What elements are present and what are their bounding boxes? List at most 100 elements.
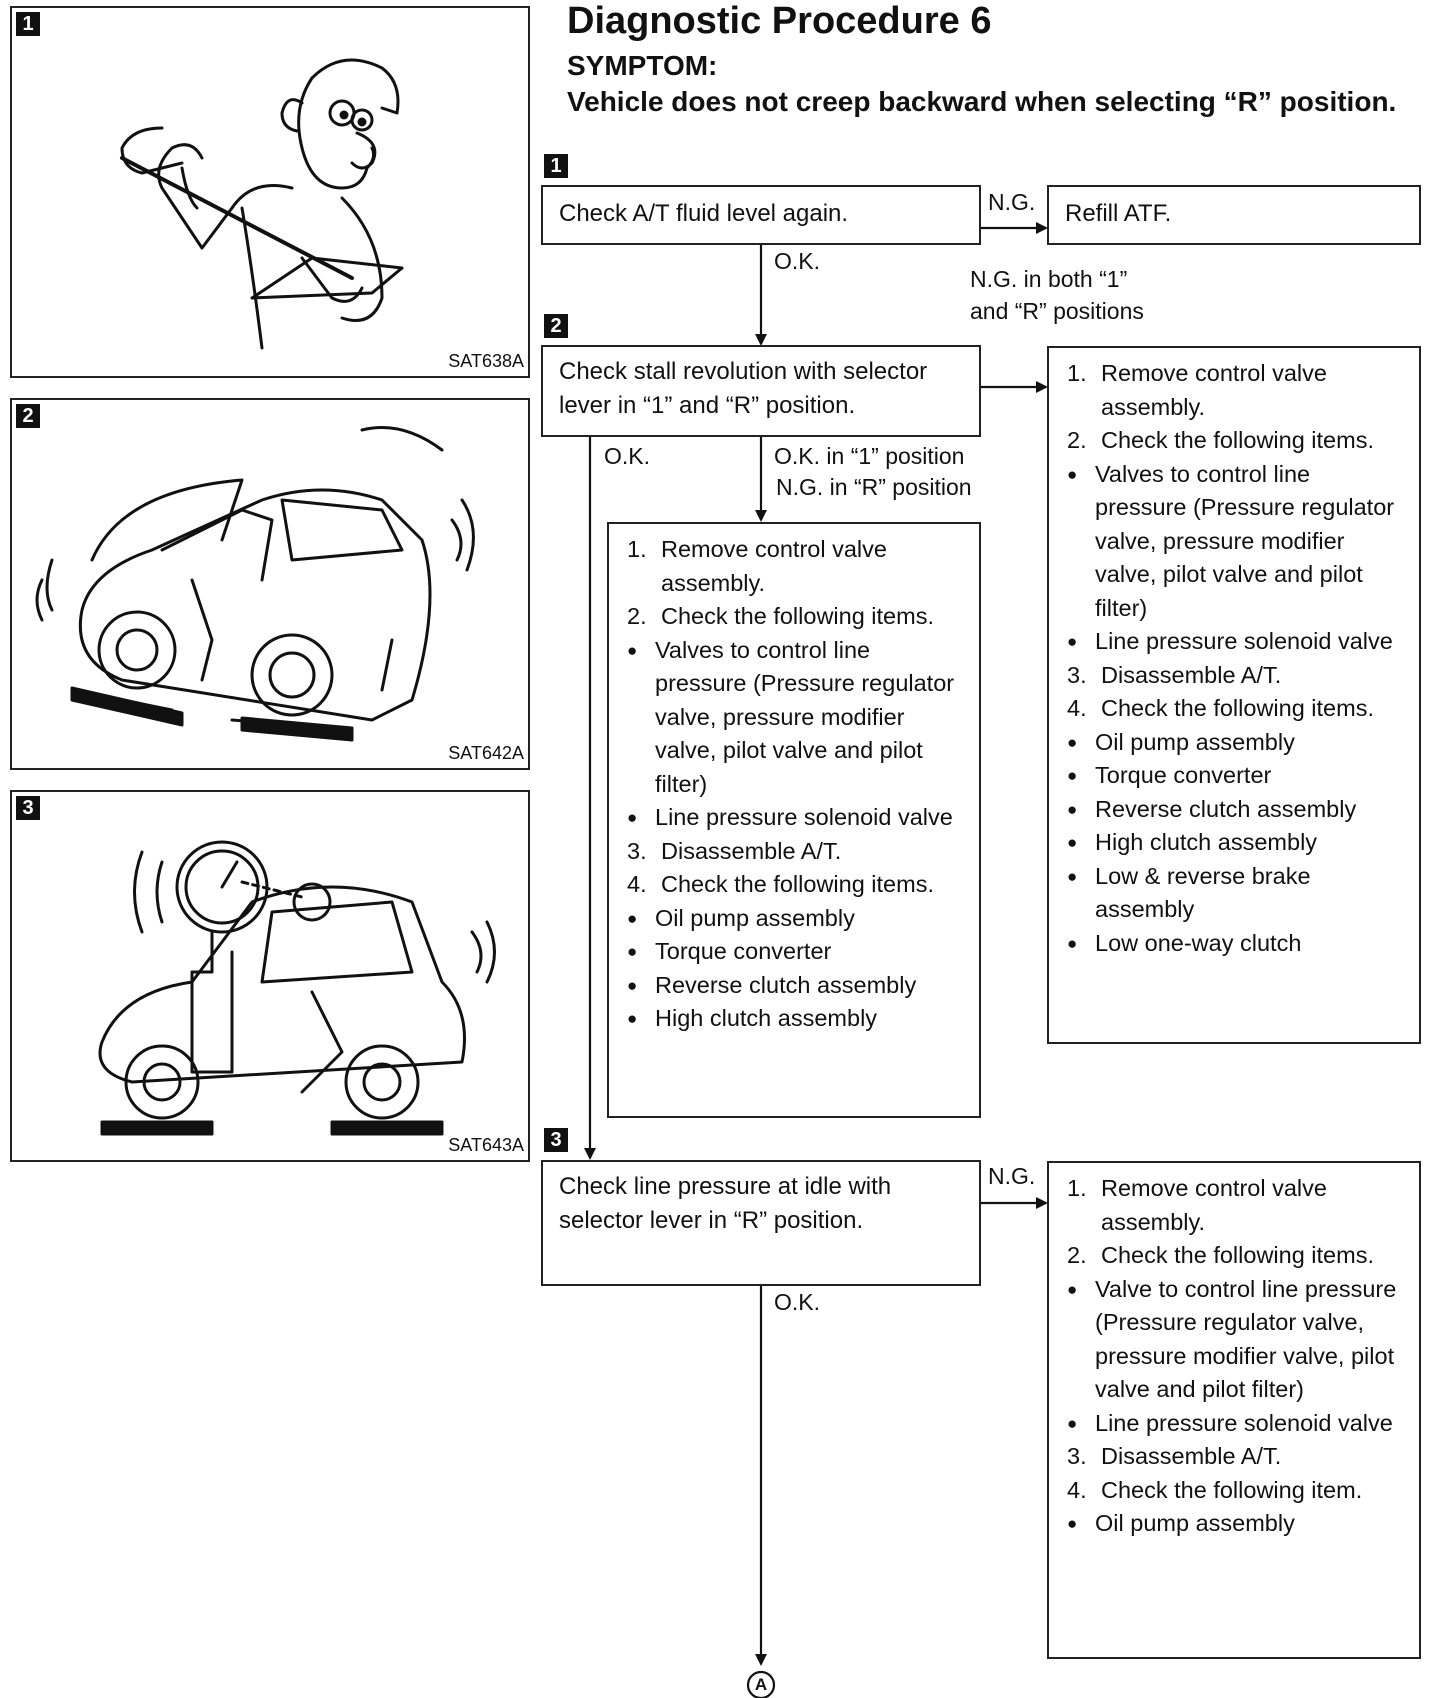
step1-text: Check A/T fluid level again. — [559, 200, 849, 227]
step-text: Check the following item. — [1101, 1476, 1363, 1503]
step-text: Line pressure solenoid valve — [1095, 1409, 1393, 1436]
numbered-step: 2. Check the following items. — [627, 600, 965, 634]
step-number: 2. — [627, 603, 647, 629]
step-number: 3. — [627, 837, 647, 864]
bullet-item: Torque converter — [1067, 759, 1405, 793]
bullet-item: Oil pump assembly — [627, 902, 965, 936]
step-badge: 3 — [16, 796, 40, 820]
step-text: Line pressure solenoid valve — [655, 804, 953, 830]
bullet-item: Oil pump assembly — [1067, 1507, 1405, 1541]
step-text: High clutch assembly — [655, 1005, 878, 1031]
bullet-item: Oil pump assembly — [1067, 726, 1405, 760]
ok-label: O.K. — [774, 1289, 821, 1315]
step-text: Oil pump assembly — [655, 904, 855, 931]
step-text: Oil pump assembly — [1095, 1510, 1295, 1536]
ng-line-pressure-result-box: 1.Remove control valve assembly.2.Check … — [1047, 1161, 1421, 1659]
ng-label: N.G. — [988, 1163, 1036, 1189]
ng-both-label: and “R” positions — [970, 298, 1144, 324]
step2-line: Check stall revolution with selector — [559, 358, 928, 385]
step-text: Torque converter — [1095, 762, 1272, 788]
step-text: Disassemble A/T. — [1101, 1443, 1282, 1469]
numbered-step: 3. Disassemble A/T. — [1067, 1440, 1405, 1474]
step-text: Low one-way clutch — [1095, 929, 1302, 956]
step-text: Torque converter — [655, 938, 832, 964]
step-text: Valves to control line pressure (Pressur… — [1095, 460, 1395, 621]
step-text: Check the following items. — [1101, 1242, 1374, 1268]
bullet-item: Valve to control line pressure (Pressure… — [1067, 1273, 1405, 1407]
step2-box: Check stall revolution with selector lev… — [541, 345, 981, 437]
step-number: 2. — [1067, 1242, 1087, 1268]
ng-both-result-list: 1. Remove control valve assembly. 2.Check … — [1067, 357, 1405, 960]
step-number: 3. — [1067, 661, 1087, 688]
step-text: Disassemble A/T. — [1101, 661, 1282, 688]
numbered-step: 1. Remove control valve assembly. — [627, 533, 965, 600]
step1-box: Check A/T fluid level again. — [541, 185, 981, 245]
step-badge: 1 — [544, 154, 568, 178]
step-text: Valve to control line pressure (Pressure… — [1095, 1275, 1397, 1403]
step-text: Remove control valve assembly. — [661, 536, 887, 596]
step-text: Reverse clutch assembly — [655, 971, 917, 998]
step-badge: 1 — [16, 12, 40, 36]
step-badge: 3 — [544, 1128, 568, 1152]
bullet-item: Low one-way clutch — [1067, 927, 1405, 961]
step-text: Line pressure solenoid valve — [1095, 628, 1393, 654]
numbered-step: 4.Check the following items. — [627, 868, 965, 902]
step-number: 1. — [1067, 360, 1087, 386]
illustration-panel-2: 2 SAT642A — [10, 398, 530, 770]
connector-a: A — [754, 1675, 768, 1694]
numbered-step: 4.Check the following items. — [1067, 692, 1405, 726]
ok1-ngr-label: N.G. in “R” position — [776, 474, 972, 500]
figure-code: SAT638A — [448, 351, 524, 371]
ng-r-result-box: 1. Remove control valve assembly. 2. Check … — [607, 522, 981, 1118]
bullet-item: Line pressure solenoid valve — [1067, 1407, 1405, 1441]
step-number: 1. — [1067, 1175, 1087, 1201]
step3-line: selector lever in “R” position. — [559, 1207, 864, 1234]
step-text: Check the following items. — [1101, 427, 1374, 453]
bullet-item: Reverse clutch assembly — [627, 969, 965, 1003]
step-text: Check the following items. — [661, 603, 934, 629]
refill-box: Refill ATF. — [1047, 185, 1421, 245]
ok1-ngr-label: O.K. in “1” position — [774, 443, 965, 469]
symptom-text: Vehicle does not creep backward when sel… — [567, 86, 1397, 117]
step-badge: 2 — [16, 404, 40, 428]
ng-both-label: N.G. in both “1” — [970, 266, 1128, 292]
step-badge: 2 — [544, 314, 568, 338]
bullet-item: High clutch assembly — [1067, 826, 1405, 860]
line-pressure-gauge-illustration — [98, 840, 496, 1136]
figure-code: SAT643A — [448, 1135, 524, 1155]
bullet-item: Low & reverse brake assembly — [1067, 860, 1405, 927]
step-text: Low & reverse brake assembly — [1095, 862, 1311, 923]
step-text: Reverse clutch assembly — [1095, 795, 1357, 822]
step-text: Disassemble A/T. — [661, 837, 842, 864]
bullet-item: Line pressure solenoid valve — [627, 801, 965, 835]
bullet-item: Line pressure solenoid valve — [1067, 625, 1405, 659]
numbered-step: 3. Disassemble A/T. — [627, 835, 965, 869]
figure-code: SAT642A — [448, 743, 524, 763]
step-text: Remove control valve assembly. — [1101, 360, 1327, 420]
car-stall-test-illustration — [35, 426, 475, 742]
bullet-item: Valves to control line pressure (Pressur… — [1067, 458, 1405, 626]
numbered-step: 4. Check the following item. — [1067, 1474, 1405, 1508]
step-number: 4. — [1067, 1476, 1087, 1503]
step3-box: Check line pressure at idle with selecto… — [541, 1160, 981, 1286]
step-text: Valves to control line pressure (Pressur… — [655, 636, 955, 797]
ng-label: N.G. — [988, 189, 1036, 215]
symptom-label: SYMPTOM: — [567, 50, 718, 81]
illustration-panel-3: 3 SAT643A — [10, 790, 530, 1162]
numbered-step: 2.Check the following items. — [1067, 424, 1405, 458]
bullet-item: Valves to control line pressure (Pressur… — [627, 634, 965, 802]
step3-line: Check line pressure at idle with — [559, 1173, 892, 1200]
step-number: 3. — [1067, 1443, 1087, 1469]
ng-r-result-list: 1. Remove control valve assembly. 2. Check … — [627, 533, 965, 1036]
step-number: 4. — [1067, 695, 1087, 721]
ok-label: O.K. — [774, 248, 821, 274]
mechanic-dipstick-illustration — [120, 58, 404, 350]
page-title: Diagnostic Procedure 6 — [567, 0, 992, 42]
ok-label: O.K. — [604, 443, 651, 469]
bullet-item: High clutch assembly — [627, 1002, 965, 1036]
refill-text: Refill ATF. — [1065, 200, 1172, 227]
step-number: 4. — [627, 871, 647, 897]
step-number: 1. — [627, 536, 647, 562]
bullet-item: Reverse clutch assembly — [1067, 793, 1405, 827]
